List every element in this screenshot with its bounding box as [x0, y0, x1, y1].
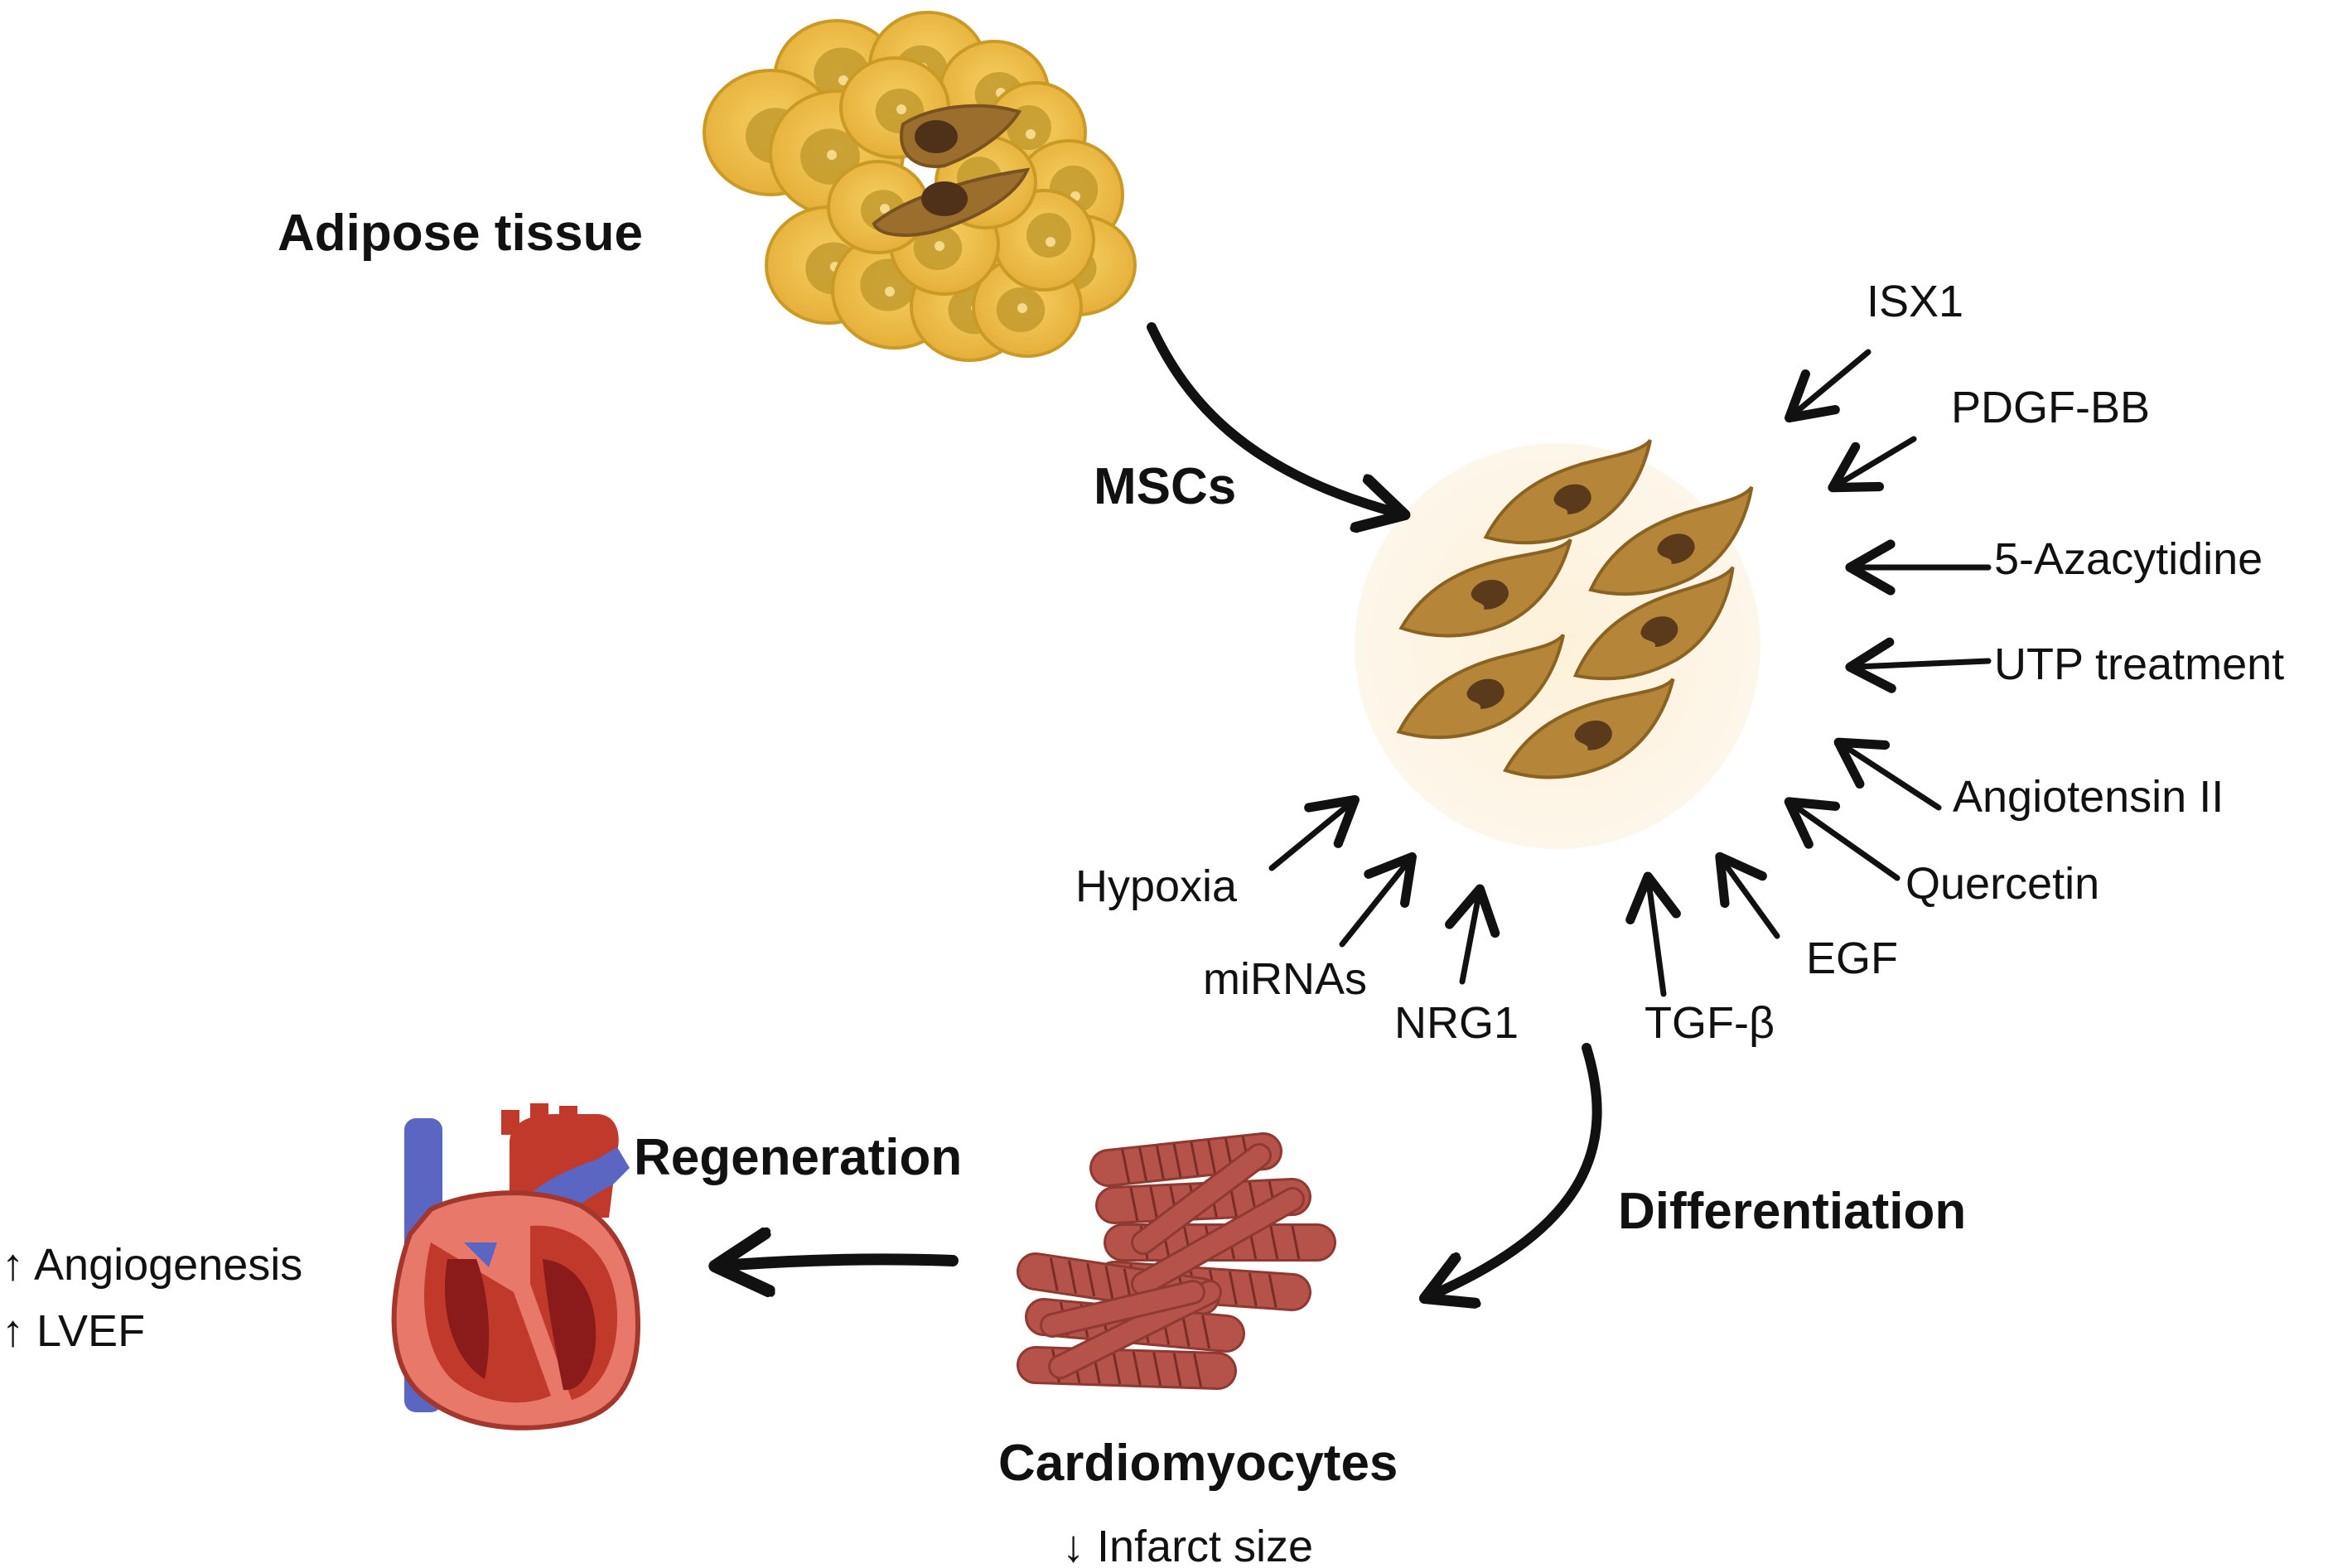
factor-label-quercetin: Quercetin [1905, 859, 2099, 909]
factor-arrow-egf [1715, 852, 1780, 939]
adipose-tissue-label: Adipose tissue [278, 205, 643, 262]
cardiomyocytes-illustration [1017, 1132, 1336, 1390]
factor-label-isx1: ISX1 [1867, 277, 1963, 326]
msc-cell [1503, 678, 1675, 779]
lvef-outcome: ↑ LVEF [2, 1306, 145, 1356]
mscs-label: MSCs [1094, 458, 1236, 515]
msc-cell [1572, 566, 1735, 681]
factor-label-mirnas: miRNAs [1203, 954, 1367, 1004]
msc-cell [1398, 538, 1572, 638]
regeneration-label: Regeneration [634, 1129, 962, 1186]
factor-arrow-tgf [1625, 871, 1681, 997]
angiogenesis-outcome: ↑ Angiogenesis [2, 1240, 302, 1290]
factor-arrow-utp [1845, 637, 1992, 693]
factor-label-azacytidine: 5-Azacytidine [1994, 534, 2263, 584]
differentiation-arrow [1429, 1043, 1602, 1296]
adipose-msc-cells [872, 104, 1031, 237]
factor-arrow-angiotensin [1833, 737, 1942, 811]
factor-label-utp: UTP treatment [1994, 639, 2284, 689]
factor-label-tgf: TGF-β [1645, 998, 1775, 1048]
factor-label-nrg1: NRG1 [1394, 998, 1519, 1048]
factor-arrow-pdgf [1828, 436, 1917, 493]
regeneration-arrow [721, 1259, 959, 1266]
msc-cell [1396, 634, 1565, 740]
msc-cell-culture [1355, 439, 1760, 849]
factor-arrow-nrg1 [1445, 884, 1500, 985]
cardiomyocytes-label: Cardiomyocytes [998, 1435, 1398, 1492]
factor-arrow-hypoxia [1268, 794, 1360, 871]
heart-illustration [391, 1103, 641, 1430]
factor-labels: ISX1 PDGF-BB 5-Azacytidine UTP treatment… [1075, 277, 2284, 1048]
msc-cell [1588, 485, 1754, 596]
factor-arrow-quercetin [1784, 797, 1901, 881]
flow-arrows [721, 322, 1602, 1296]
msc-cell [1483, 439, 1652, 545]
differentiation-label: Differentiation [1618, 1183, 1966, 1240]
factor-label-pdgf: PDGF-BB [1951, 383, 2150, 432]
factor-label-angiotensin: Angiotensin II [1953, 772, 2224, 822]
infarct-size-outcome: ↓ Infarct size [1062, 1522, 1313, 1568]
adipose-tissue-illustration [703, 11, 1137, 362]
factor-label-egf: EGF [1806, 934, 1898, 983]
factor-label-hypoxia: Hypoxia [1075, 861, 1238, 911]
msc-arrow [1147, 322, 1400, 514]
factor-arrows [1268, 349, 1992, 997]
factor-arrow-mirnas [1339, 852, 1417, 948]
factor-arrow-isx1 [1785, 349, 1872, 423]
